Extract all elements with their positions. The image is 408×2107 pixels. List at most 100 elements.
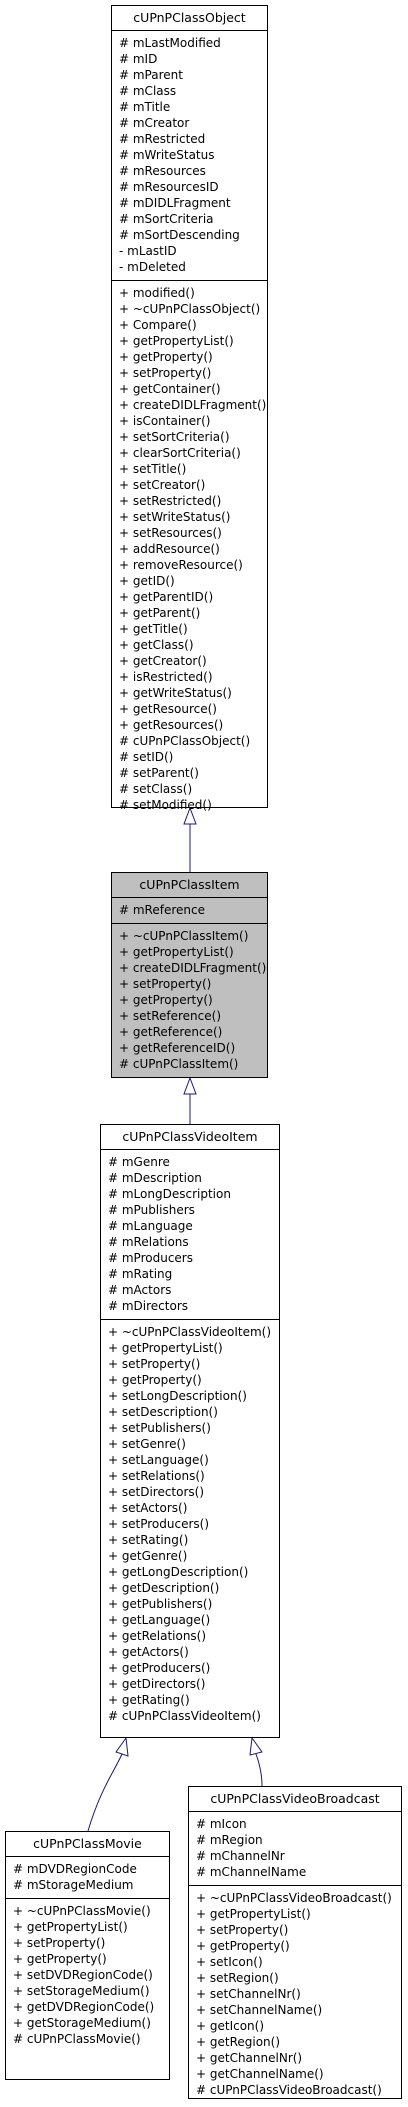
method-row: + setProducers() [108, 1517, 209, 1531]
method-row: # setID() [119, 750, 174, 764]
method-row: + getTitle() [119, 622, 188, 636]
method-row: + setRelations() [108, 1469, 205, 1483]
method-row: + getLanguage() [108, 1613, 211, 1627]
method-row: + getPropertyList() [119, 334, 234, 348]
edge-broadcast-to-videoitem [255, 1753, 263, 1787]
method-row: + getRegion() [196, 2035, 281, 2049]
class-name: cUPnPClassItem [112, 873, 267, 898]
method-row: + getActors() [108, 1645, 189, 1659]
method-row: + getReference() [119, 1025, 223, 1039]
attributes-section: # mLastModified# mID# mParent# mClass# m… [112, 31, 267, 280]
method-row: + getPropertyList() [119, 945, 234, 959]
attribute-row: # mClass [119, 84, 177, 98]
method-row: + createDIDLFragment() [119, 398, 267, 412]
method-row: + setStorageMedium() [13, 1984, 150, 1998]
method-row: + setProperty() [119, 977, 212, 991]
attributes-section: # mGenre# mDescription# mLongDescription… [101, 1150, 279, 1319]
attribute-row: # mChannelName [196, 1865, 307, 1879]
method-row: + ~cUPnPClassObject() [119, 302, 261, 316]
attribute-row: # mLanguage [108, 1219, 193, 1233]
methods-section: + modified()+ ~cUPnPClassObject()+ Compa… [112, 280, 267, 818]
class-name: cUPnPClassVideoItem [101, 1125, 279, 1150]
method-row: + getID() [119, 574, 175, 588]
method-row: + getProperty() [196, 1939, 290, 1953]
method-row: # setParent() [119, 766, 199, 780]
attribute-row: # mTitle [119, 100, 171, 114]
method-row: + setResources() [119, 526, 222, 540]
method-row: + setGenre() [108, 1437, 186, 1451]
method-row: + getIcon() [196, 2019, 265, 2033]
method-row: + getResources() [119, 718, 224, 732]
attribute-row: # mReference [119, 903, 205, 917]
method-row: + getClass() [119, 638, 194, 652]
method-row: + getParentID() [119, 590, 214, 604]
method-row: + getWriteStatus() [119, 686, 232, 700]
method-row: + getChannelNr() [196, 2051, 303, 2065]
method-row: + setRegion() [196, 1971, 279, 1985]
attribute-row: # mStorageMedium [13, 1878, 134, 1892]
class-name: cUPnPClassVideoBroadcast [189, 1787, 401, 1812]
method-row: + setRestricted() [119, 494, 222, 508]
method-row: + setPublishers() [108, 1421, 211, 1435]
attribute-row: # mRestricted [119, 132, 206, 146]
method-row: + getProperty() [108, 1373, 202, 1387]
method-row: + getProducers() [108, 1661, 211, 1675]
attribute-row: # mProducers [108, 1251, 193, 1265]
attribute-row: # mResourcesID [119, 180, 219, 194]
method-row: + getReferenceID() [119, 1041, 236, 1055]
method-row: + removeResource() [119, 558, 243, 572]
method-row: + addResource() [119, 542, 220, 556]
class-cupnpclassmovie: cUPnPClassMovie # mDVDRegionCode # mStorag… [5, 1831, 170, 2080]
attribute-row: # mLongDescription [108, 1187, 231, 1201]
inheritance-arrow-videoitem-left [115, 1736, 129, 1757]
method-row: + clearSortCriteria() [119, 446, 241, 460]
method-row: + getPropertyList() [196, 1907, 311, 1921]
method-row: + getPublishers() [108, 1597, 213, 1611]
attribute-row: # mRating [108, 1267, 173, 1281]
method-row: + setDescription() [108, 1405, 218, 1419]
method-row: + setActors() [108, 1501, 188, 1515]
method-row: + ~cUPnPClassItem() [119, 929, 249, 943]
method-row: # cUPnPClassObject() [119, 734, 251, 748]
attribute-row: # mSortDescending [119, 228, 240, 242]
class-name: cUPnPClassMovie [6, 1832, 169, 1857]
method-row: + getRelations() [108, 1629, 207, 1643]
method-row: + setCreator() [119, 478, 206, 492]
method-row: + getResource() [119, 702, 217, 716]
attribute-row: - mDeleted [119, 260, 186, 274]
method-row: + ~cUPnPClassVideoItem() [108, 1325, 272, 1339]
attributes-section: # mIcon# mRegion# mChannelNr# mChannelNa… [189, 1812, 401, 1885]
attribute-row: # mRelations [108, 1235, 189, 1249]
class-name: cUPnPClassObject [112, 6, 267, 31]
attribute-row: # mDirectors [108, 1299, 189, 1313]
attribute-row: # mGenre [108, 1155, 170, 1169]
method-row: + setReference() [119, 1009, 221, 1023]
method-row: + setTitle() [119, 462, 187, 476]
method-row: # setModified() [119, 798, 212, 812]
inheritance-arrow-item [183, 1076, 197, 1095]
method-row: # cUPnPClassVideoBroadcast() [196, 2083, 382, 2097]
attribute-row: # mCreator [119, 116, 190, 130]
attribute-row: # mParent [119, 68, 183, 82]
attributes-section: # mDVDRegionCode # mStorageMedium [6, 1857, 169, 1898]
method-row: + getDescription() [108, 1581, 220, 1595]
method-row: + getProperty() [119, 350, 213, 364]
method-row: + getProperty() [119, 993, 213, 1007]
attribute-row: # mDVDRegionCode [13, 1862, 137, 1876]
method-row: + setWriteStatus() [119, 510, 231, 524]
attribute-row: - mLastID [119, 244, 177, 258]
method-row: + getProperty() [13, 1952, 107, 1966]
class-cupnpclassitem: cUPnPClassItem # mReference + ~cUPnPClassI… [111, 872, 268, 1078]
method-row: + setProperty() [13, 1936, 106, 1950]
method-row: + isContainer() [119, 414, 211, 428]
method-row: + getDirectors() [108, 1677, 206, 1691]
method-row: + setProperty() [108, 1357, 201, 1371]
method-row: + setSortCriteria() [119, 430, 230, 444]
attribute-row: # mChannelNr [196, 1849, 285, 1863]
method-row: + setChannelNr() [196, 1987, 301, 2001]
attribute-row: # mSortCriteria [119, 212, 214, 226]
attribute-row: # mRegion [196, 1833, 263, 1847]
attribute-row: # mActors [108, 1283, 172, 1297]
method-row: + getParent() [119, 606, 201, 620]
method-row: + getPropertyList() [13, 1920, 128, 1934]
